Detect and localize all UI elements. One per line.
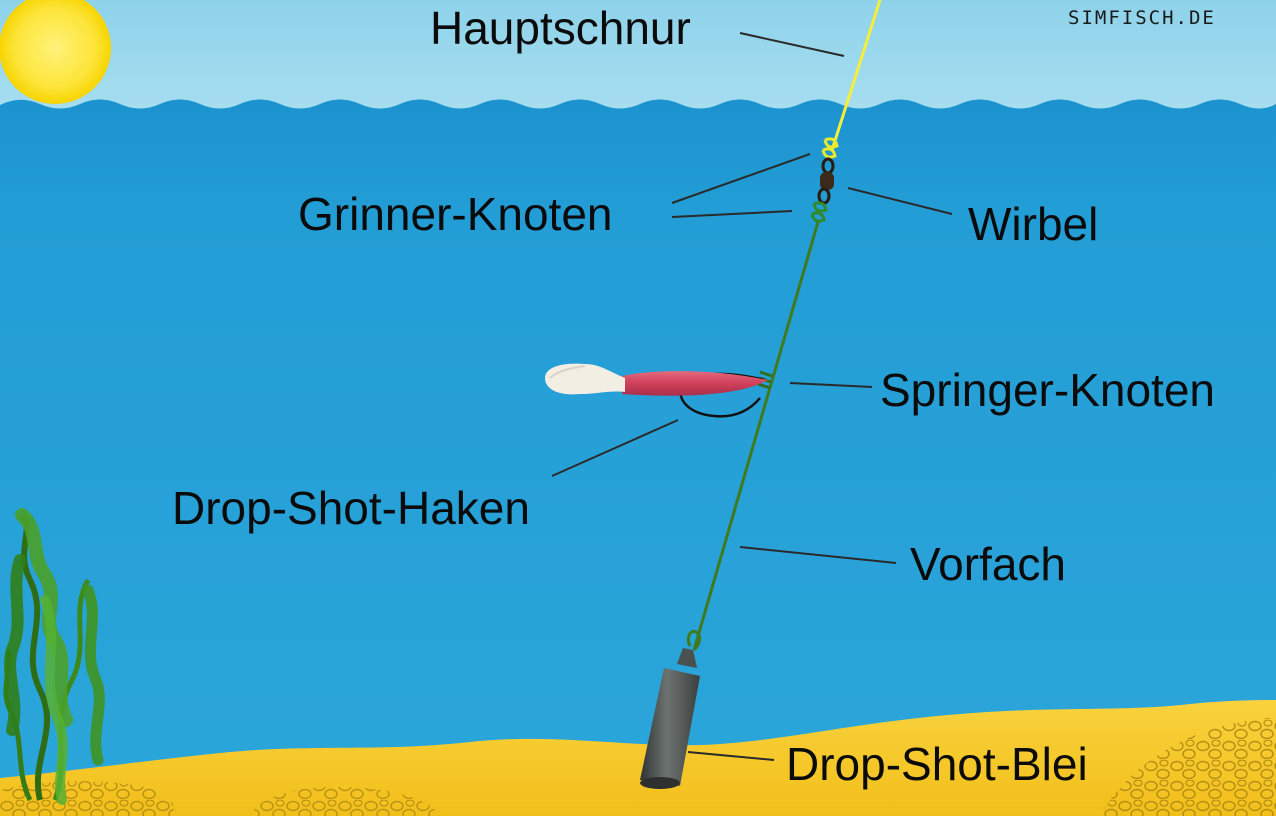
watermark: SIMFISCH.DE — [1068, 7, 1216, 29]
leader-springer — [789, 382, 873, 388]
grinner-knot-upper — [821, 137, 839, 159]
leader-grinner-lower — [671, 210, 793, 218]
swivel-icon — [817, 157, 835, 205]
leader-blei — [687, 751, 775, 761]
leader-hauptschnur — [739, 32, 845, 57]
leader-haken — [551, 419, 679, 477]
leader-vorfach — [739, 546, 897, 564]
grinner-knot-lower — [810, 201, 828, 223]
seaweed-icon — [3, 508, 105, 805]
soft-lure-icon — [545, 363, 768, 396]
pebble-patch-left — [0, 781, 174, 816]
label-drop-shot-haken: Drop-Shot-Haken — [172, 482, 530, 534]
drop-shot-sinker-icon — [640, 648, 700, 789]
leader-grinner-upper — [671, 153, 811, 204]
label-springer-knoten: Springer-Knoten — [880, 364, 1215, 416]
leader-wirbel — [847, 187, 953, 215]
label-wirbel: Wirbel — [968, 198, 1098, 250]
pebble-patch-right — [1100, 718, 1276, 816]
pebble-patch-center — [250, 786, 440, 816]
sun-icon — [0, 0, 111, 104]
sinker-loop — [686, 629, 702, 652]
label-drop-shot-blei: Drop-Shot-Blei — [786, 738, 1088, 790]
main-line — [830, 0, 882, 151]
label-hauptschnur: Hauptschnur — [430, 2, 691, 54]
label-grinner-knoten: Grinner-Knoten — [298, 188, 613, 240]
label-vorfach: Vorfach — [910, 538, 1066, 590]
sand-bottom — [0, 700, 1276, 816]
water — [0, 99, 1276, 816]
leader-line — [692, 221, 820, 651]
